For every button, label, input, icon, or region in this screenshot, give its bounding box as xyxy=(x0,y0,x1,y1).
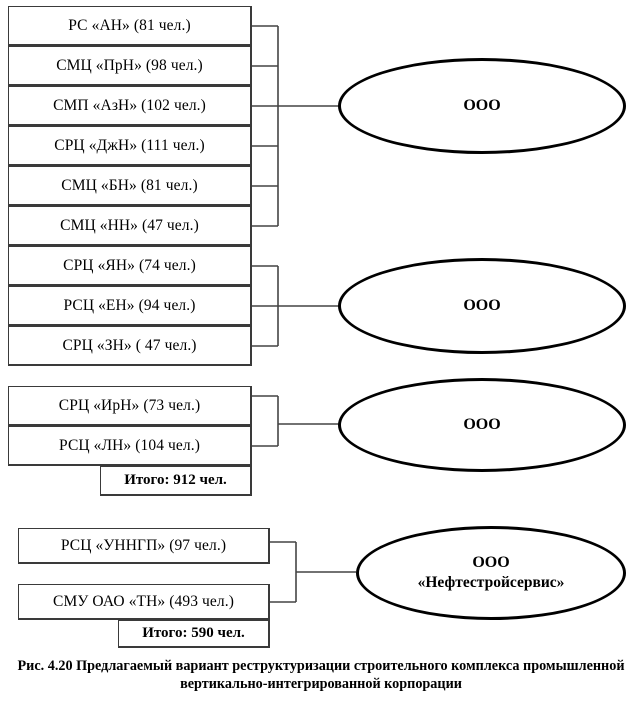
parent-ellipse[interactable]: ООО xyxy=(338,258,626,354)
parent-ellipse-label-line1: ООО xyxy=(472,554,510,572)
parent-ellipse-label-line1: ООО xyxy=(463,416,501,433)
unit-box[interactable]: СМП «АзН» (102 чел.) xyxy=(8,86,252,126)
unit-box[interactable]: СМЦ «ПрН» (98 чел.) xyxy=(8,46,252,86)
unit-box[interactable]: РС «АН» (81 чел.) xyxy=(8,6,252,46)
unit-box[interactable]: РСЦ «УННГП» (97 чел.) xyxy=(18,528,270,564)
connector-group-4 xyxy=(270,541,356,603)
unit-box[interactable]: СМЦ «НН» (47 чел.) xyxy=(8,206,252,246)
parent-ellipse[interactable]: ООО «Нефтестройсервис» xyxy=(356,526,626,620)
parent-ellipse[interactable]: ООО xyxy=(338,58,626,154)
parent-ellipse-label-line1: ООО xyxy=(463,297,501,314)
connector-group-2 xyxy=(252,265,340,347)
parent-ellipse-label-line1: ООО xyxy=(463,97,501,114)
unit-box[interactable]: РСЦ «ЕН» (94 чел.) xyxy=(8,286,252,326)
total-box: Итого: 590 чел. xyxy=(118,620,270,648)
figure-number: Рис. 4.20 xyxy=(17,658,73,674)
figure-caption-text: Предлагаемый вариант реструктуризации ст… xyxy=(76,658,625,692)
connector-group-3 xyxy=(252,395,340,447)
unit-box[interactable]: СМУ ОАО «ТН» (493 чел.) xyxy=(18,584,270,620)
parent-ellipse[interactable]: ООО xyxy=(338,378,626,472)
unit-box[interactable]: СРЦ «ИрН» (73 чел.) xyxy=(8,386,252,426)
figure-caption: Рис. 4.20 Предлагаемый вариант реструкту… xyxy=(8,658,634,694)
unit-box[interactable]: СРЦ «ЗН» ( 47 чел.) xyxy=(8,326,252,366)
connector-group-1 xyxy=(252,25,340,227)
total-box: Итого: 912 чел. xyxy=(100,466,252,496)
unit-box[interactable]: РСЦ «ЛН» (104 чел.) xyxy=(8,426,252,466)
unit-box[interactable]: СРЦ «ДжН» (111 чел.) xyxy=(8,126,252,166)
unit-box[interactable]: СРЦ «ЯН» (74 чел.) xyxy=(8,246,252,286)
parent-ellipse-label-line2: «Нефтестройсервис» xyxy=(417,574,565,592)
unit-box[interactable]: СМЦ «БН» (81 чел.) xyxy=(8,166,252,206)
